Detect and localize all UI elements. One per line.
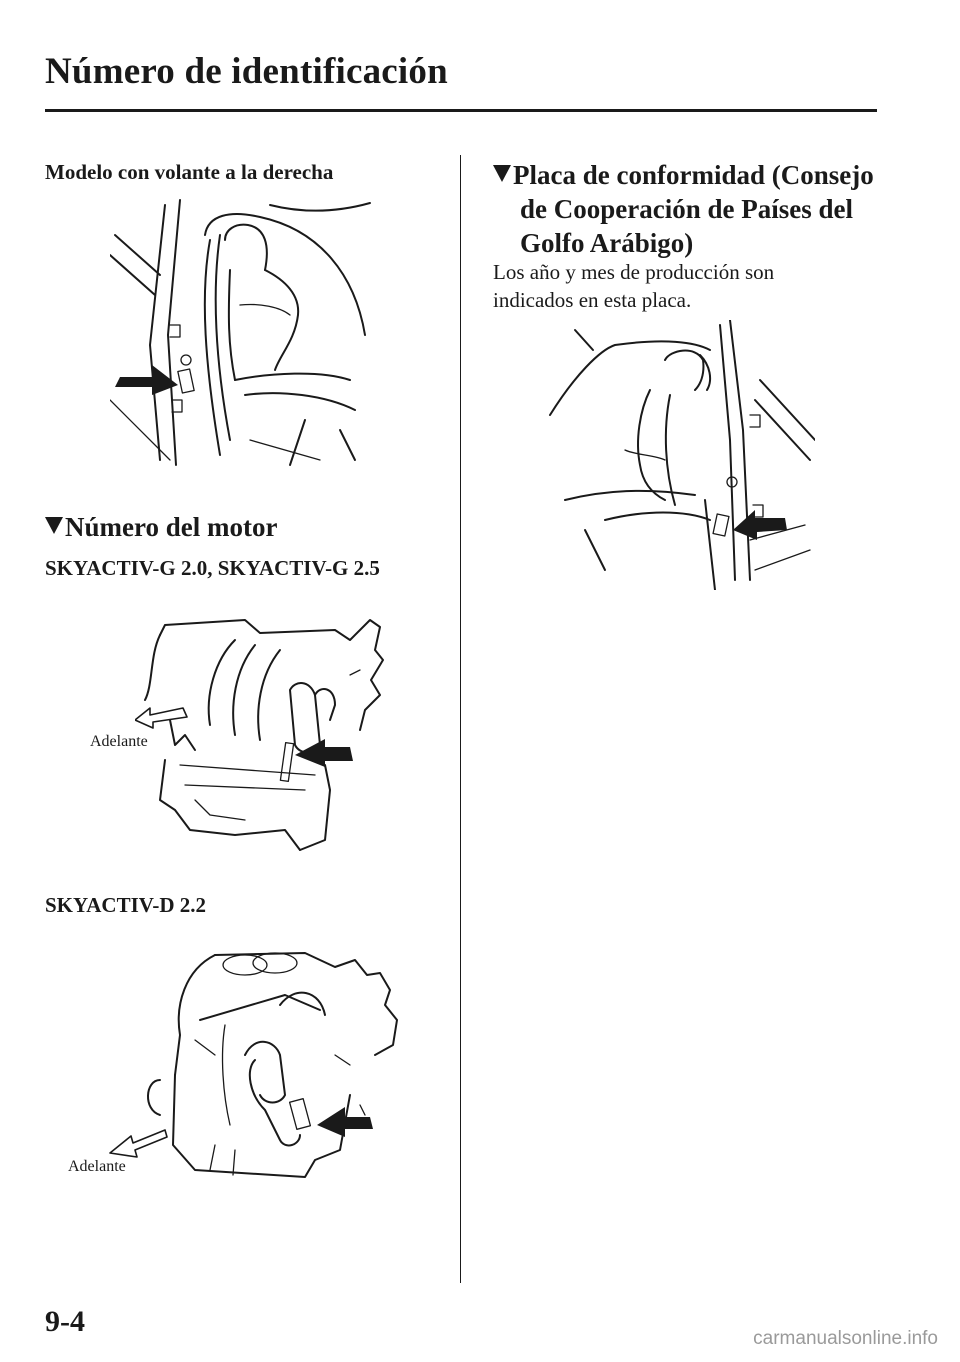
forward-arrow-icon: [109, 1129, 168, 1158]
page-title: Número de identificación: [45, 51, 448, 92]
engine-d-front-label: Adelante: [68, 1158, 126, 1175]
pointer-arrow-icon: [295, 739, 353, 767]
pointer-arrow-icon: [317, 1107, 373, 1137]
watermark: carmanualsonline.info: [753, 1328, 938, 1349]
column-divider: [460, 155, 461, 1283]
forward-arrow-icon: [135, 707, 188, 729]
skyactiv-g-engine-figure: [135, 619, 384, 851]
rhd-model-caption: Modelo con volante a la derecha: [45, 160, 334, 184]
engine-g-front-label: Adelante: [90, 733, 148, 750]
down-triangle-icon: [493, 165, 511, 182]
skyactiv-g-caption: SKYACTIV-G 2.0, SKYACTIV-G 2.5: [45, 556, 380, 580]
door-pillar-rhd-figure: [110, 199, 371, 466]
engine-number-heading: Número del motor: [45, 510, 277, 544]
down-triangle-icon: [45, 517, 63, 534]
conformity-plate-heading: Placa de conformidad (Consejo de Coopera…: [493, 158, 874, 260]
pointer-arrow-icon: [115, 365, 178, 395]
skyactiv-d-engine-figure: [109, 952, 398, 1178]
pointer-arrow-icon: [733, 510, 787, 540]
page-number: 9-4: [45, 1305, 85, 1338]
conformity-plate-text: Los año y mes de producción son indicado…: [493, 260, 775, 312]
skyactiv-d-caption: SKYACTIV-D 2.2: [45, 893, 207, 917]
door-pillar-plate-figure: [549, 320, 815, 590]
title-divider: [45, 109, 877, 112]
